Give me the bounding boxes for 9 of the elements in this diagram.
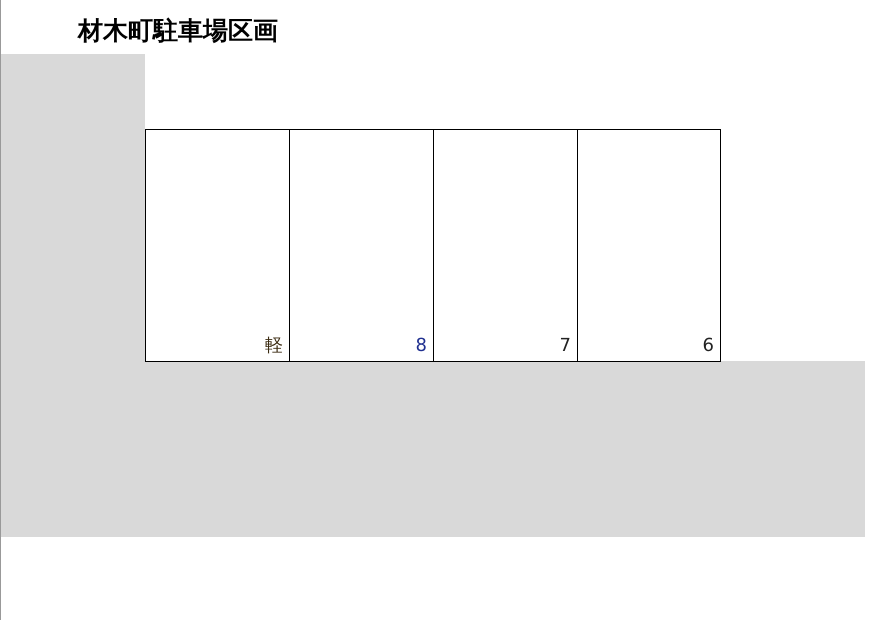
space-number: 6 xyxy=(702,335,714,357)
space-number: 8 xyxy=(416,335,427,357)
parking-space xyxy=(145,129,290,362)
space-number: 7 xyxy=(560,335,571,357)
parking-space xyxy=(289,129,434,362)
parking-space xyxy=(577,129,721,362)
parking-space xyxy=(433,129,578,362)
space-number: 軽 xyxy=(265,335,283,357)
plan-title: 材木町駐車場区画 xyxy=(78,15,278,47)
